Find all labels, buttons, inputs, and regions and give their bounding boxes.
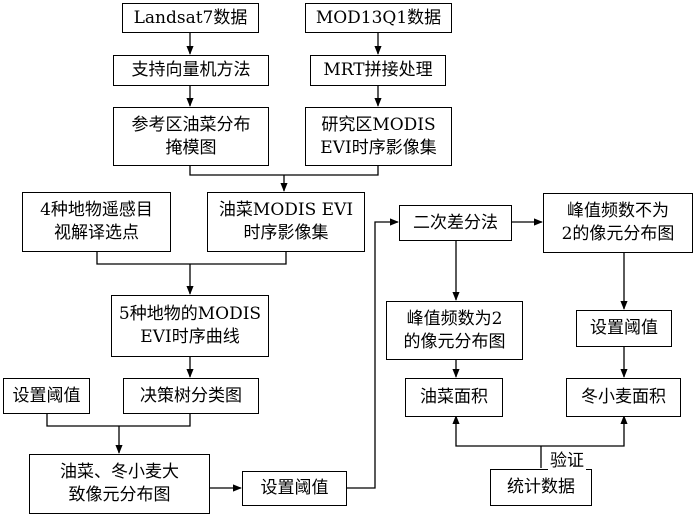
line-thresh-tree-merge	[46, 413, 191, 427]
node-mod13q1-data: MOD13Q1数据	[305, 3, 452, 33]
node-set-threshold-3: 设置阈值	[576, 310, 672, 347]
node-second-difference: 二次差分法	[399, 205, 512, 241]
node-set-threshold-2: 设置阈值	[242, 471, 347, 506]
node-rape-evi-series: 油菜MODIS EVI 时序影像集	[207, 192, 365, 252]
node-svm-method: 支持向量机方法	[113, 55, 269, 86]
node-rape-area: 油菜面积	[405, 378, 503, 417]
node-rape-mask-map: 参考区油菜分布 掩模图	[113, 107, 269, 166]
node-peak-not-2-map: 峰值频数不为 2的像元分布图	[543, 193, 693, 253]
node-statistics-data: 统计数据	[490, 469, 592, 506]
arrow-validate-wheat	[541, 415, 628, 447]
label-validate: 验证	[548, 451, 586, 471]
node-set-threshold-1: 设置阈值	[3, 378, 90, 414]
node-rough-pixel-map: 油菜、冬小麦大 致像元分布图	[29, 454, 210, 514]
arrow-thresh-to-second-diff	[347, 218, 399, 489]
line-samples-merge	[96, 251, 287, 265]
arrow-validate-rape	[452, 415, 541, 447]
node-sample-points: 4种地物遥感目 视解译选点	[22, 192, 171, 252]
node-peak-2-map: 峰值频数为2 的像元分布图	[386, 301, 523, 360]
node-decision-tree-map: 决策树分类图	[123, 378, 259, 414]
node-landsat7-data: Landsat7数据	[122, 3, 259, 33]
node-winter-wheat-area: 冬小麦面积	[566, 378, 681, 417]
node-evi-curves: 5种地物的MODIS EVI时序曲线	[111, 295, 269, 357]
node-mrt-mosaic: MRT拼接处理	[310, 55, 446, 86]
line-mask-merge	[189, 165, 379, 176]
node-modis-evi-series: 研究区MODIS EVI时序影像集	[305, 107, 452, 166]
